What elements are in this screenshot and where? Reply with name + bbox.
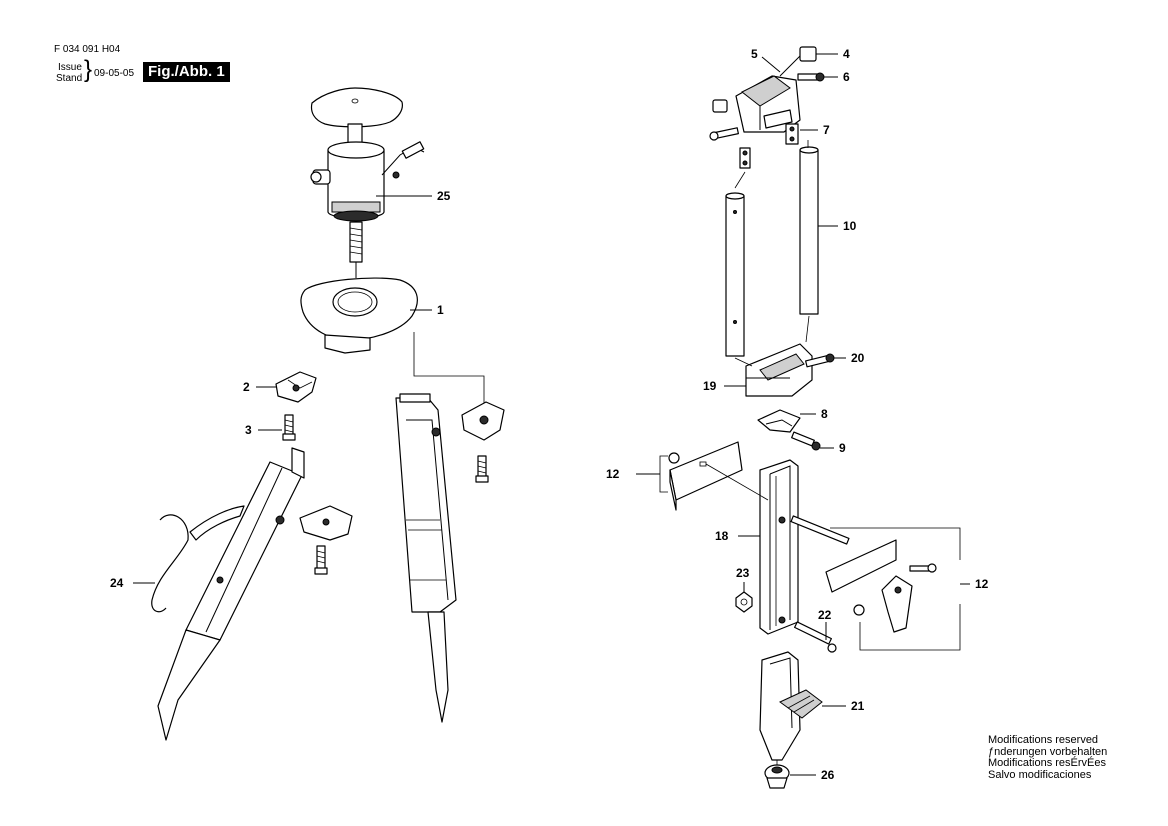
clip-part-8: [757, 409, 801, 433]
callout-2: 2: [243, 380, 250, 394]
nut-part-23: [735, 591, 753, 613]
screw-part-9: [791, 431, 821, 451]
callout-21: 21: [851, 699, 865, 713]
modifications-notes: Modifications reserved ƒnderungen vorbeh…: [988, 734, 1108, 781]
issue-date: 09-05-05: [94, 68, 135, 79]
callout-23: 23: [736, 566, 750, 580]
callout-7: 7: [823, 123, 830, 137]
bolt-left: [709, 127, 739, 141]
callout-6: 6: [843, 70, 850, 84]
foot-part-21: [759, 651, 823, 761]
figure-label: Fig./Abb. 1: [143, 62, 230, 82]
callout-12-right: 12: [975, 577, 989, 591]
base-plate-part-1: [300, 277, 418, 354]
issue-label: Issue: [58, 62, 82, 73]
callout-3: 3: [245, 423, 252, 437]
bolt-part-22: [794, 621, 837, 653]
callout-10: 10: [843, 219, 857, 233]
callout-25: 25: [437, 189, 451, 203]
plate-small-left: [739, 147, 751, 169]
tripod-leg-left-part-24: [151, 447, 305, 741]
brace-symbol: }: [84, 56, 93, 83]
note-es: Salvo modificaciones: [988, 768, 1092, 781]
document-number: F 034 091 H04: [54, 44, 121, 55]
leg-clamp-lower: [299, 505, 353, 575]
rod-part-10: [725, 146, 819, 357]
leg-clamp-right: [461, 401, 505, 483]
tripod-head-part-25: [310, 87, 425, 278]
cap-part-4: [799, 46, 817, 62]
screw-part-3: [282, 414, 296, 441]
callout-4: 4: [843, 47, 850, 61]
callout-1: 1: [437, 303, 444, 317]
bracket-part-12-right: [790, 515, 937, 633]
bolt-part-6: [797, 72, 825, 82]
callout-22: 22: [818, 608, 832, 622]
stand-label: Stand: [56, 73, 83, 84]
callout-9: 9: [839, 441, 846, 455]
top-block-part-5: [712, 75, 801, 133]
callout-5: 5: [751, 47, 758, 61]
callout-19: 19: [703, 379, 717, 393]
lower-block-part-19: [745, 343, 813, 397]
rail-part-18: [759, 459, 799, 635]
foot-pad-part-26: [764, 764, 790, 789]
leg-clamp-part-2: [275, 371, 317, 403]
tripod-leg-center: [395, 393, 457, 723]
note-en: Modifications reserved: [988, 734, 1099, 746]
bolt-part-20: [805, 353, 835, 368]
callout-26: 26: [821, 768, 835, 782]
callout-20: 20: [851, 351, 865, 365]
bracket-part-12-left: [668, 441, 743, 511]
callout-12-left: 12: [606, 467, 620, 481]
callout-18: 18: [715, 529, 729, 543]
plate-part-7: [785, 123, 799, 145]
callout-8: 8: [821, 407, 828, 421]
callout-24: 24: [110, 576, 124, 590]
note-fr: Modifications resÉrvÉes: [988, 757, 1106, 769]
note-de: ƒnderungen vorbehalten: [988, 745, 1108, 758]
